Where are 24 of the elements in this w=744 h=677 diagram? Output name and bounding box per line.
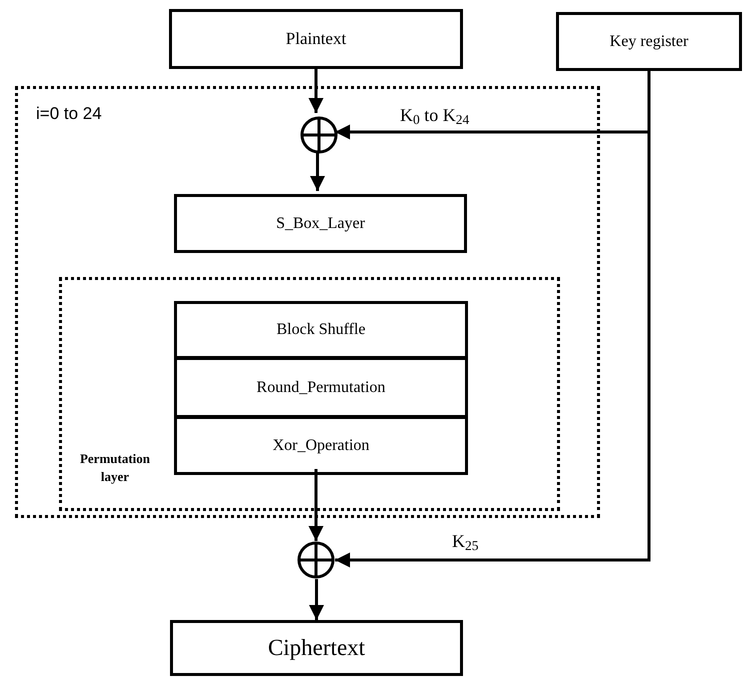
process-box [174,416,468,475]
box-label: Key register [610,32,688,52]
group-label: Permutation layer [78,450,152,486]
box-label: S_Box_Layer [276,214,365,234]
process-box [174,357,468,418]
process-box [556,12,742,71]
arrow [308,69,324,113]
xor-symbol [297,541,335,579]
process-box [174,301,468,359]
layer-group [59,277,560,511]
process-box [174,194,467,253]
arrow [308,469,324,541]
box-label: Round_Permutation [256,378,386,398]
loop-label: i=0 to 24 [36,103,102,125]
loop-region [15,86,600,518]
arrow [310,151,325,191]
box-label: Xor_Operation [272,436,370,456]
process-box [169,9,463,69]
output-box [170,620,463,676]
box-label: Plaintext [286,28,346,50]
arrow [309,579,324,620]
box-label: Block Shuffle [276,320,366,340]
xor-symbol [300,116,338,154]
box-label: Ciphertext [268,634,366,662]
